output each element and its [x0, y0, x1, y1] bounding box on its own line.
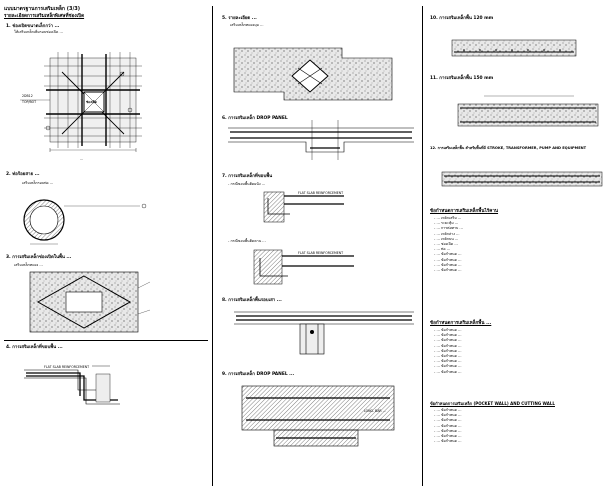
slab-120-detail — [451, 39, 577, 57]
equipment-slab-detail — [441, 171, 603, 187]
note-line: - ... ข้อกำหนด ... — [434, 413, 462, 418]
drop-panel-section: LONG. BAR ... — [241, 385, 395, 447]
svg-text:...: ... — [80, 157, 83, 161]
column-right: 10. การเสริมเหล็กพื้น 120 mm 11. การเสริ… — [424, 0, 612, 491]
note-line: - ... การต่อทาบ ... — [434, 226, 463, 231]
notes-heading-2: ข้อกำหนดการเสริมเหล็กพื้น ... — [430, 321, 492, 326]
step-10-title: 10. การเสริมเหล็กพื้น 120 mm — [430, 16, 494, 21]
section-heading: รายละเอียดการเสริมเหล็กพิเศษที่ช่องเปิด — [4, 14, 85, 19]
diagonal-bar-drawing — [233, 47, 393, 101]
notes-list-2: - ... ข้อกำหนด ...- ... ข้อกำหนด ...- ..… — [434, 328, 604, 375]
notes-heading-3: ข้อกำหนดการเสริมเหล็ก (POCKET WALL) AND … — [430, 401, 555, 406]
note-line: - ... ข้อกำหนด ... — [434, 418, 462, 423]
column-middle: 5. รายละเอียด ... เสริมเหล็กทแยงมุม ... … — [214, 0, 422, 491]
step-12-title: 12. การเสริมเหล็กพื้น สำหรับพื้นที่มี ST… — [430, 146, 587, 150]
notes-list-3: - ... ข้อกำหนด ...- ... ข้อกำหนด ...- ..… — [434, 408, 604, 444]
svg-text:ช่องเปิด: ช่องเปิด — [86, 99, 97, 104]
note-line: - ... ข้อกำหนด ... — [434, 328, 462, 332]
step-11-title: 11. การเสริมเหล็กพื้น 150 mm — [430, 76, 494, 81]
svg-text:TOP/BOT: TOP/BOT — [21, 100, 36, 104]
opening-plan-drawing: ช่องเปิด 2DB12 TOP/BOT ... — [20, 52, 142, 161]
step-5-note: เสริมเหล็กทแยงมุม ... — [230, 23, 264, 27]
sleeve-section-drawing — [23, 199, 147, 245]
slab-opening-drawing — [29, 271, 151, 333]
svg-text:FLAT SLAB REINFORCEMENT: FLAT SLAB REINFORCEMENT — [298, 191, 343, 195]
step-5-title: 5. รายละเอียด ... — [222, 16, 257, 21]
notes-heading-1: ข้อกำหนดการเสริมเหล็กพื้นไร้คาน — [430, 209, 499, 214]
note-line: - ... ข้อกำหนด ... — [434, 262, 462, 267]
svg-text:LONG. BAR ...: LONG. BAR ... — [364, 409, 386, 413]
note-line: - ... ข้อกำหนด ... — [434, 434, 462, 439]
note-line: - ... ข้อกำหนด ... — [434, 423, 462, 428]
notes-list-1: - ... เหล็กเสริม ...- ... ระยะหุ้ม ...- … — [434, 216, 604, 273]
note-line: - ... เหล็กล่าง ... — [434, 231, 460, 236]
drop-panel-drawing — [228, 120, 414, 160]
note-line: - ... ข้อกำหนด ... — [434, 439, 462, 444]
note-line: - ... ข้อกำหนด ... — [434, 257, 462, 262]
column-divider — [212, 6, 213, 486]
step-6-title: 6. การเสริมเหล็ก DROP PANEL — [222, 116, 288, 121]
step-2-title: 2. ท่อร้อยสาย ... — [6, 172, 40, 177]
page-title: แบบมาตรฐานการเสริมเหล็ก (3/3) — [4, 6, 81, 12]
step-3-note: เสริมเหล็กทแยง ... — [14, 263, 43, 267]
svg-text:FLAT SLAB REINFORCEMENT: FLAT SLAB REINFORCEMENT — [44, 365, 89, 369]
svg-text:2DB12: 2DB12 — [22, 94, 33, 98]
note-line: - ... ข้อกำหนด ... — [434, 364, 462, 369]
note-line: - ... ข้อกำหนด ... — [434, 428, 462, 433]
slab-edge-detail: FLAT SLAB REINFORCEMENT — [24, 365, 120, 405]
note-line: - ... เหล็กบน ... — [434, 236, 459, 241]
note-line: - ... ท่อ ... — [434, 247, 451, 252]
step-4-title: 4. การเสริมเหล็กที่ขอบพื้น ... — [6, 345, 63, 350]
step-9-title: 9. การเสริมเหล็ก DROP PANEL ... — [222, 372, 295, 377]
note-line: - ... ข้อกำหนด ... — [434, 359, 462, 364]
note-line: - ... เหล็กเสริม ... — [434, 216, 462, 220]
edge-beam-detail: FLAT SLAB REINFORCEMENT — [253, 249, 354, 285]
step-8-title: 8. การเสริมเหล็กพื้นรอบเสา ... — [222, 298, 282, 303]
step-1-title: 1. ช่องเปิดขนาดเล็กกว่า ... — [6, 24, 60, 29]
note-line: - ... ข้อกำหนด ... — [434, 268, 462, 273]
step-7-note-a: - กรณีขอบพื้นติดผนัง ... — [228, 182, 266, 186]
step-3-title: 3. การเสริมเหล็กช่องเปิดในพื้น ... — [6, 255, 72, 260]
edge-wall-detail: FLAT SLAB REINFORCEMENT — [263, 191, 344, 223]
step-1-note: ให้เสริมเหล็กเพิ่มรอบช่องเปิด ... — [14, 30, 63, 34]
note-line: - ... ข้อกำหนด ... — [434, 338, 462, 343]
step-7-title: 7. การเสริมเหล็กที่ขอบพื้น — [222, 174, 273, 179]
column-slab-detail — [234, 311, 414, 355]
column-divider — [422, 6, 423, 486]
note-line: - ... ข้อกำหนด ... — [434, 348, 462, 353]
svg-text:FLAT SLAB REINFORCEMENT: FLAT SLAB REINFORCEMENT — [298, 251, 343, 255]
note-line: - ... ข้อกำหนด ... — [434, 354, 462, 359]
note-line: - ... ข้อกำหนด ... — [434, 333, 462, 338]
note-line: - ... ระยะหุ้ม ... — [434, 221, 459, 226]
note-line: - ... ข้อกำหนด ... — [434, 343, 462, 348]
step-7-note-b: - กรณีขอบพื้นติดคาน ... — [228, 239, 266, 243]
divider — [4, 340, 208, 341]
slab-150-detail — [457, 95, 599, 127]
note-line: - ... ข้อกำหนด ... — [434, 252, 462, 257]
column-left: แบบมาตรฐานการเสริมเหล็ก (3/3) รายละเอียด… — [0, 0, 212, 491]
note-line: - ... ช่องเปิด ... — [434, 242, 458, 247]
step-2-note: เสริมเหล็กรอบท่อ ... — [22, 181, 54, 185]
note-line: - ... ข้อกำหนด ... — [434, 408, 462, 412]
note-line: - ... ข้อกำหนด ... — [434, 369, 462, 374]
